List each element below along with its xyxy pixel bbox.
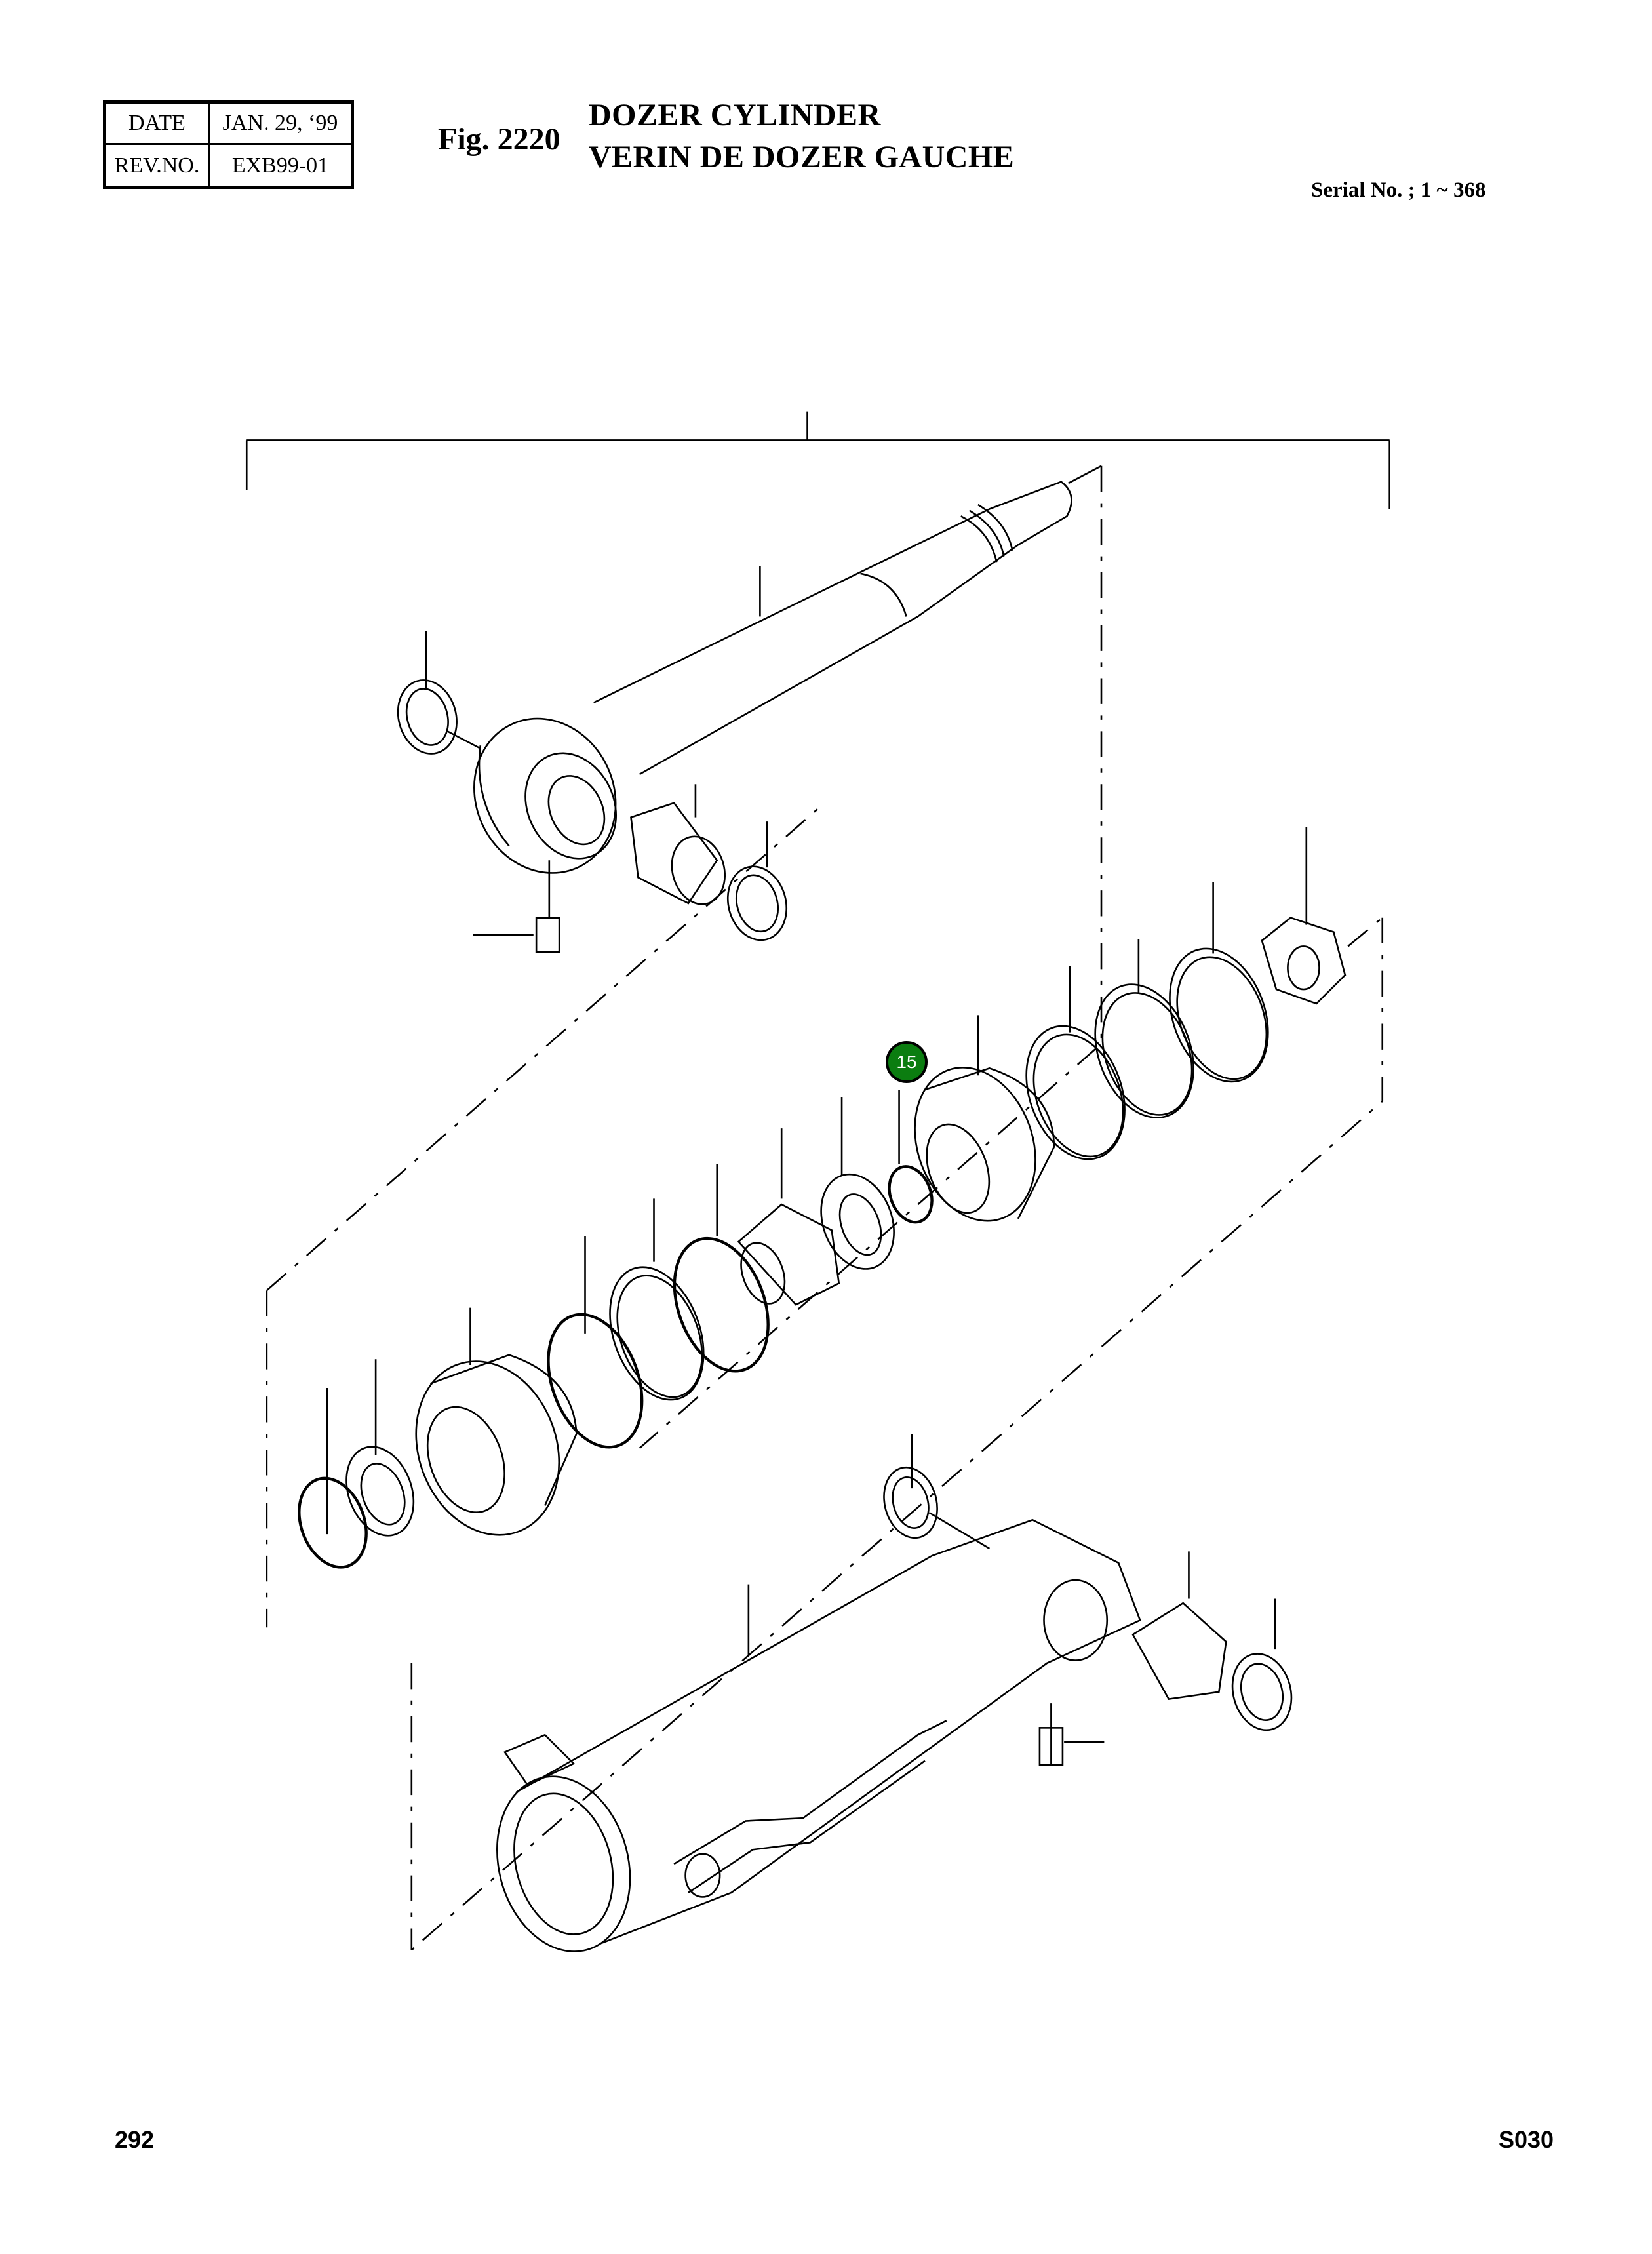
rev-label: REV.NO.	[106, 145, 210, 186]
rod-end-parts	[397, 631, 788, 953]
date-value: JAN. 29, ‘99	[210, 104, 351, 145]
section-code: S030	[1499, 2126, 1554, 2153]
group-outline-rod	[639, 465, 1103, 1449]
figure-number: Fig. 2220	[438, 122, 560, 157]
group-outline-piston	[266, 802, 1384, 1951]
date-label: DATE	[106, 104, 210, 145]
callout-badge-15[interactable]: 15	[886, 1041, 928, 1083]
rev-value: EXB99-01	[231, 153, 329, 178]
callout-label: 15	[896, 1052, 917, 1072]
cylinder-tube	[496, 1434, 1293, 1952]
piston-seal-parts	[298, 827, 1347, 1569]
revision-table: DATE JAN. 29, ‘99 REV.NO. EXB99-01	[103, 100, 354, 189]
page-number: 292	[115, 2126, 155, 2153]
serial-range: Serial No. ; 1 ~ 368	[1311, 178, 1486, 202]
title-english: DOZER CYLINDER	[589, 98, 881, 132]
piston-rod	[473, 481, 1072, 874]
assembly-bracket	[245, 411, 1390, 509]
title-french: VERIN DE DOZER GAUCHE	[589, 140, 1015, 174]
